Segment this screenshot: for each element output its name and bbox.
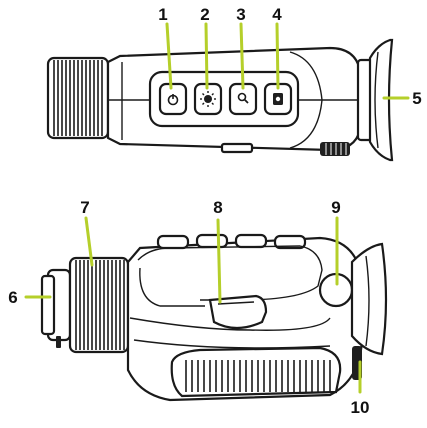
- power-icon: [167, 94, 179, 106]
- brightness-sun-icon: [200, 91, 216, 107]
- callout-9: 9: [331, 198, 340, 217]
- top-diopter-knob: [320, 142, 350, 156]
- top-view: [46, 38, 394, 162]
- callout-4: 4: [272, 5, 282, 24]
- focus-ring[interactable]: [68, 256, 130, 354]
- power-button[interactable]: [158, 82, 188, 116]
- top-button-panel: [148, 70, 300, 128]
- lens-cap[interactable]: [40, 268, 72, 348]
- leader-lines: [24, 22, 410, 394]
- side-view: [40, 233, 388, 402]
- eyecup[interactable]: [350, 242, 388, 356]
- top-focus-ring: [46, 56, 110, 140]
- battery-compartment[interactable]: [208, 294, 268, 330]
- callout-5: 5: [412, 89, 421, 108]
- callout-labels: 1 2 3 4 5 6 7 8 9 10: [8, 5, 421, 417]
- callout-6: 6: [8, 288, 17, 307]
- callout-10: 10: [351, 398, 370, 417]
- callout-7: 7: [80, 198, 89, 217]
- zoom-magnifier-icon: [237, 92, 249, 104]
- camera-menu-icon: [273, 93, 283, 105]
- callout-8: 8: [213, 198, 222, 217]
- menu-button[interactable]: [263, 82, 293, 116]
- callout-2: 2: [200, 5, 209, 24]
- side-grip: [170, 346, 342, 398]
- callout-3: 3: [236, 5, 245, 24]
- callout-1: 1: [158, 5, 167, 24]
- top-eyecup: [356, 38, 394, 162]
